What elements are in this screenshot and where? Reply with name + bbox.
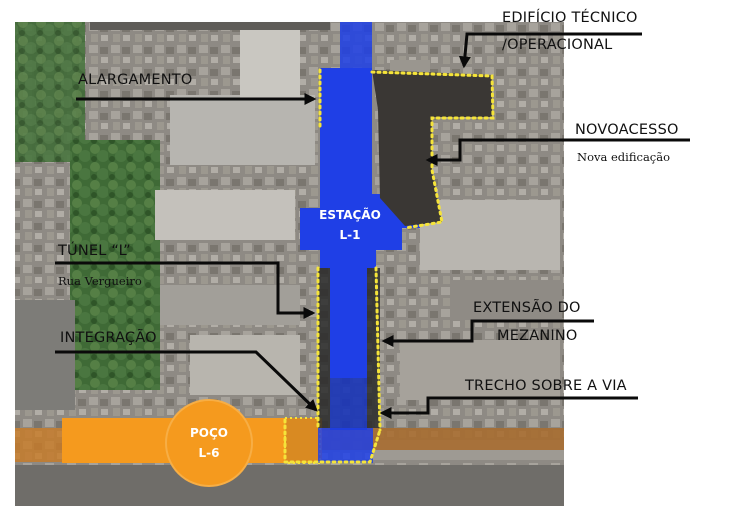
arrow-novoacesso [425,138,690,166]
shaft-connector [284,417,321,464]
station-footprint [300,22,420,463]
label-novoacesso: NOVOACESSO [575,122,679,138]
shaft-label: POÇO L-6 [169,423,249,463]
label-edificio-tecnico: EDIFÍCIO TÉCNICO [502,10,638,26]
label-nova-edificacao: Nova edificação [577,150,671,164]
arrow-trecho [379,396,638,419]
label-tunel-l: TÚNEL “L” [58,243,131,259]
label-alargamento: ALARGAMENTO [78,72,193,88]
arrow-integracao [55,350,318,412]
label-rua-vergueiro: Rua Vergueiro [58,274,142,288]
label-extensao: EXTENSÃO DO [473,300,581,316]
arrow-extensao [381,319,594,347]
outline-dotted [283,68,495,464]
station-label-line2: L-1 [339,228,361,242]
shaft-edge [15,428,62,462]
station-label: ESTAÇÃO L-1 [300,205,400,245]
station-label-line1: ESTAÇÃO [319,208,381,222]
arrow-tunel [55,261,316,319]
arrow-edificio [458,32,642,69]
leader-arrows [55,32,690,419]
shaft-circle [165,399,253,487]
shaft-label-line1: POÇO [189,426,228,440]
shaft-label-line2: L-6 [198,446,220,460]
label-trecho: TRECHO SOBRE A VIA [465,378,627,394]
label-integracao: INTEGRAÇÃO [60,330,157,346]
label-operacional: /OPERACIONAL [502,37,613,53]
tunnel-lateral-right [367,268,380,428]
tunnel-lateral-left [318,268,330,428]
label-mezanino: MEZANINO [497,328,578,344]
